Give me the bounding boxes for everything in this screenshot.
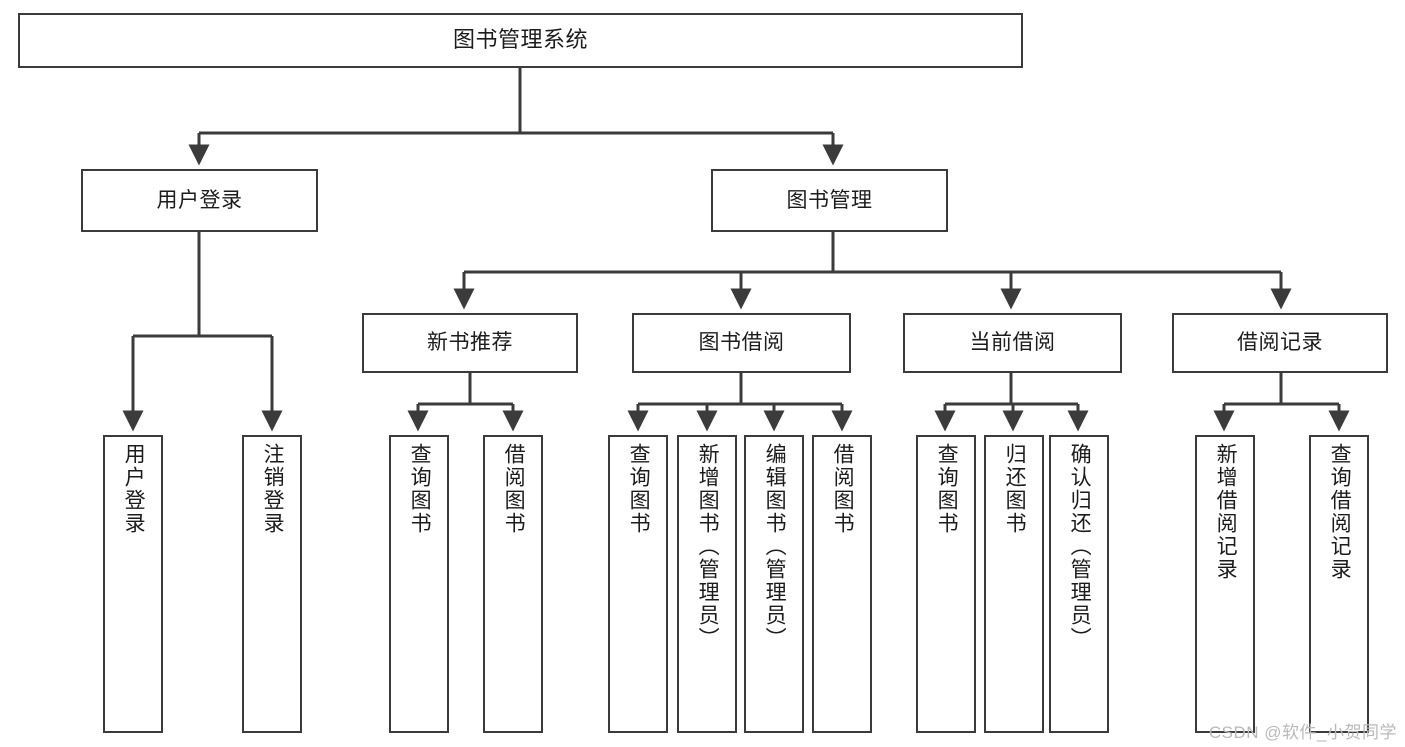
- node-label: 注销登录: [261, 443, 285, 535]
- node-leaf-borrow-book-2[interactable]: 借阅图书: [812, 435, 872, 733]
- node-leaf-add-borrow-record[interactable]: 新增借阅记录: [1195, 435, 1255, 733]
- node-label: 查询图书: [627, 443, 651, 535]
- node-leaf-borrow-book-1[interactable]: 借阅图书: [483, 435, 543, 733]
- node-leaf-logout[interactable]: 注销登录: [242, 435, 302, 733]
- node-label: 归还图书: [1003, 443, 1027, 535]
- node-label: 借阅图书: [502, 443, 526, 535]
- node-label: 新书推荐: [427, 331, 513, 355]
- node-label: 确认归还（管理员）: [1068, 443, 1092, 650]
- node-label: 用户登录: [122, 443, 146, 535]
- node-leaf-query-book-2[interactable]: 查询图书: [608, 435, 668, 733]
- node-label: 查询图书: [408, 443, 432, 535]
- node-label: 图书借阅: [698, 331, 785, 355]
- node-book-management[interactable]: 图书管理: [711, 169, 948, 232]
- node-current-borrow[interactable]: 当前借阅: [903, 313, 1122, 373]
- node-book-borrow[interactable]: 图书借阅: [632, 313, 851, 373]
- node-borrow-record[interactable]: 借阅记录: [1172, 313, 1388, 373]
- node-label: 新增借阅记录: [1214, 443, 1238, 581]
- node-label: 新增图书（管理员）: [696, 443, 720, 650]
- node-label: 图书管理: [786, 188, 873, 212]
- node-leaf-query-book-1[interactable]: 查询图书: [389, 435, 449, 733]
- node-label: 编辑图书（管理员）: [763, 443, 787, 650]
- node-label: 查询借阅记录: [1328, 443, 1352, 581]
- node-leaf-add-book[interactable]: 新增图书（管理员）: [677, 435, 737, 733]
- node-label: 用户登录: [156, 188, 243, 212]
- node-leaf-query-borrow-record[interactable]: 查询借阅记录: [1309, 435, 1369, 733]
- node-leaf-query-book-3[interactable]: 查询图书: [916, 435, 976, 733]
- node-label: 借阅图书: [831, 443, 855, 535]
- node-leaf-edit-book[interactable]: 编辑图书（管理员）: [744, 435, 804, 733]
- node-label: 借阅记录: [1237, 331, 1323, 355]
- node-new-book-recommend[interactable]: 新书推荐: [362, 313, 578, 373]
- node-leaf-confirm-return[interactable]: 确认归还（管理员）: [1049, 435, 1109, 733]
- node-book-management-system[interactable]: 图书管理系统: [18, 13, 1023, 68]
- node-label: 当前借阅: [969, 331, 1056, 355]
- node-leaf-return-book[interactable]: 归还图书: [984, 435, 1044, 733]
- node-label: 查询图书: [935, 443, 959, 535]
- node-user-login[interactable]: 用户登录: [81, 169, 318, 232]
- node-label: 图书管理系统: [452, 27, 588, 53]
- node-leaf-user-login[interactable]: 用户登录: [103, 435, 163, 733]
